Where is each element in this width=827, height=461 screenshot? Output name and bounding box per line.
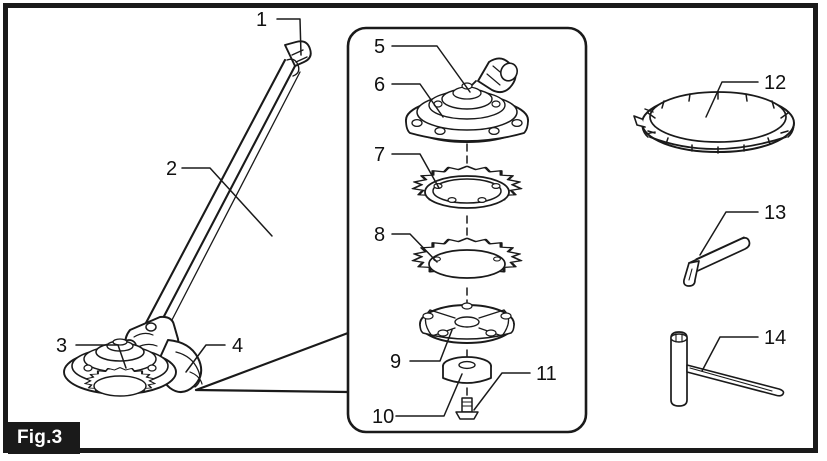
callout-3: 3 bbox=[56, 335, 68, 357]
callout-14: 14 bbox=[764, 327, 787, 349]
callout-13: 13 bbox=[764, 202, 787, 224]
callout-8: 8 bbox=[374, 224, 386, 246]
callout-2: 2 bbox=[166, 158, 178, 180]
callout-10: 10 bbox=[372, 406, 395, 428]
callout-9: 9 bbox=[390, 351, 402, 373]
callout-1: 1 bbox=[256, 9, 268, 31]
callout-6: 6 bbox=[374, 74, 386, 96]
callout-7: 7 bbox=[374, 144, 386, 166]
figure-label: Fig.3 bbox=[17, 427, 63, 448]
figure-label-box: Fig.3 bbox=[8, 422, 80, 454]
callout-5: 5 bbox=[374, 36, 386, 58]
callout-12: 12 bbox=[764, 72, 787, 94]
callout-11: 11 bbox=[536, 363, 557, 385]
callout-4: 4 bbox=[232, 335, 244, 357]
